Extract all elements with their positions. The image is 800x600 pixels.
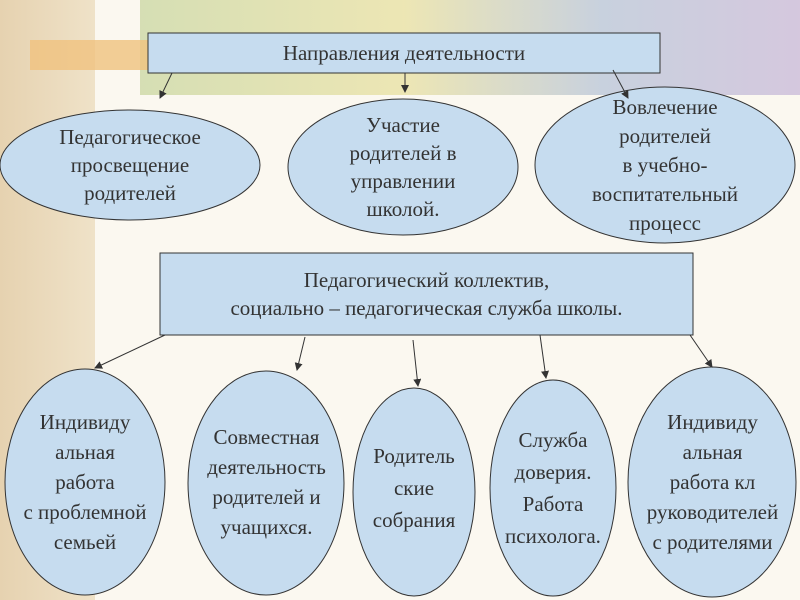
form-label-1: Индивиду альная работа с проблемной семь… — [23, 410, 147, 554]
form-label-4: Служба доверия. Работа психолога. — [505, 427, 601, 548]
direction-label-1: Педагогическое просвещение родителей — [59, 125, 201, 205]
arrow — [412, 339, 422, 387]
direction-ellipse-3 — [534, 86, 796, 244]
arrow — [539, 334, 549, 379]
background-accent — [30, 40, 170, 70]
direction-ellipse-2 — [287, 98, 519, 236]
form-ellipse-1 — [4, 368, 166, 596]
direction-label-3: Вовлечение родителей в учебно- воспитате… — [592, 94, 738, 235]
form-label-3: Родитель ские собрания — [372, 444, 456, 532]
top-box-label: Направления деятельности — [282, 41, 526, 65]
middle-box-shape — [159, 252, 694, 336]
arrow — [159, 72, 173, 99]
form-ellipse-2 — [187, 370, 345, 596]
middle-box-label: Педагогический коллектив, социально – пе… — [230, 268, 623, 320]
arrow — [294, 336, 306, 371]
arrow — [689, 334, 713, 368]
form-ellipse-4 — [489, 379, 617, 597]
top-box-shape — [147, 32, 661, 74]
arrow — [612, 69, 629, 99]
form-ellipse-3 — [352, 387, 476, 597]
arrow — [94, 334, 166, 369]
direction-ellipse-1 — [0, 109, 261, 221]
form-label-2: Совместная деятельность родителей и учащ… — [207, 425, 326, 539]
form-label-5: Индивиду альная работа кл руководителей … — [646, 410, 779, 554]
direction-label-2: Участие родителей в управлении школой. — [349, 113, 457, 221]
